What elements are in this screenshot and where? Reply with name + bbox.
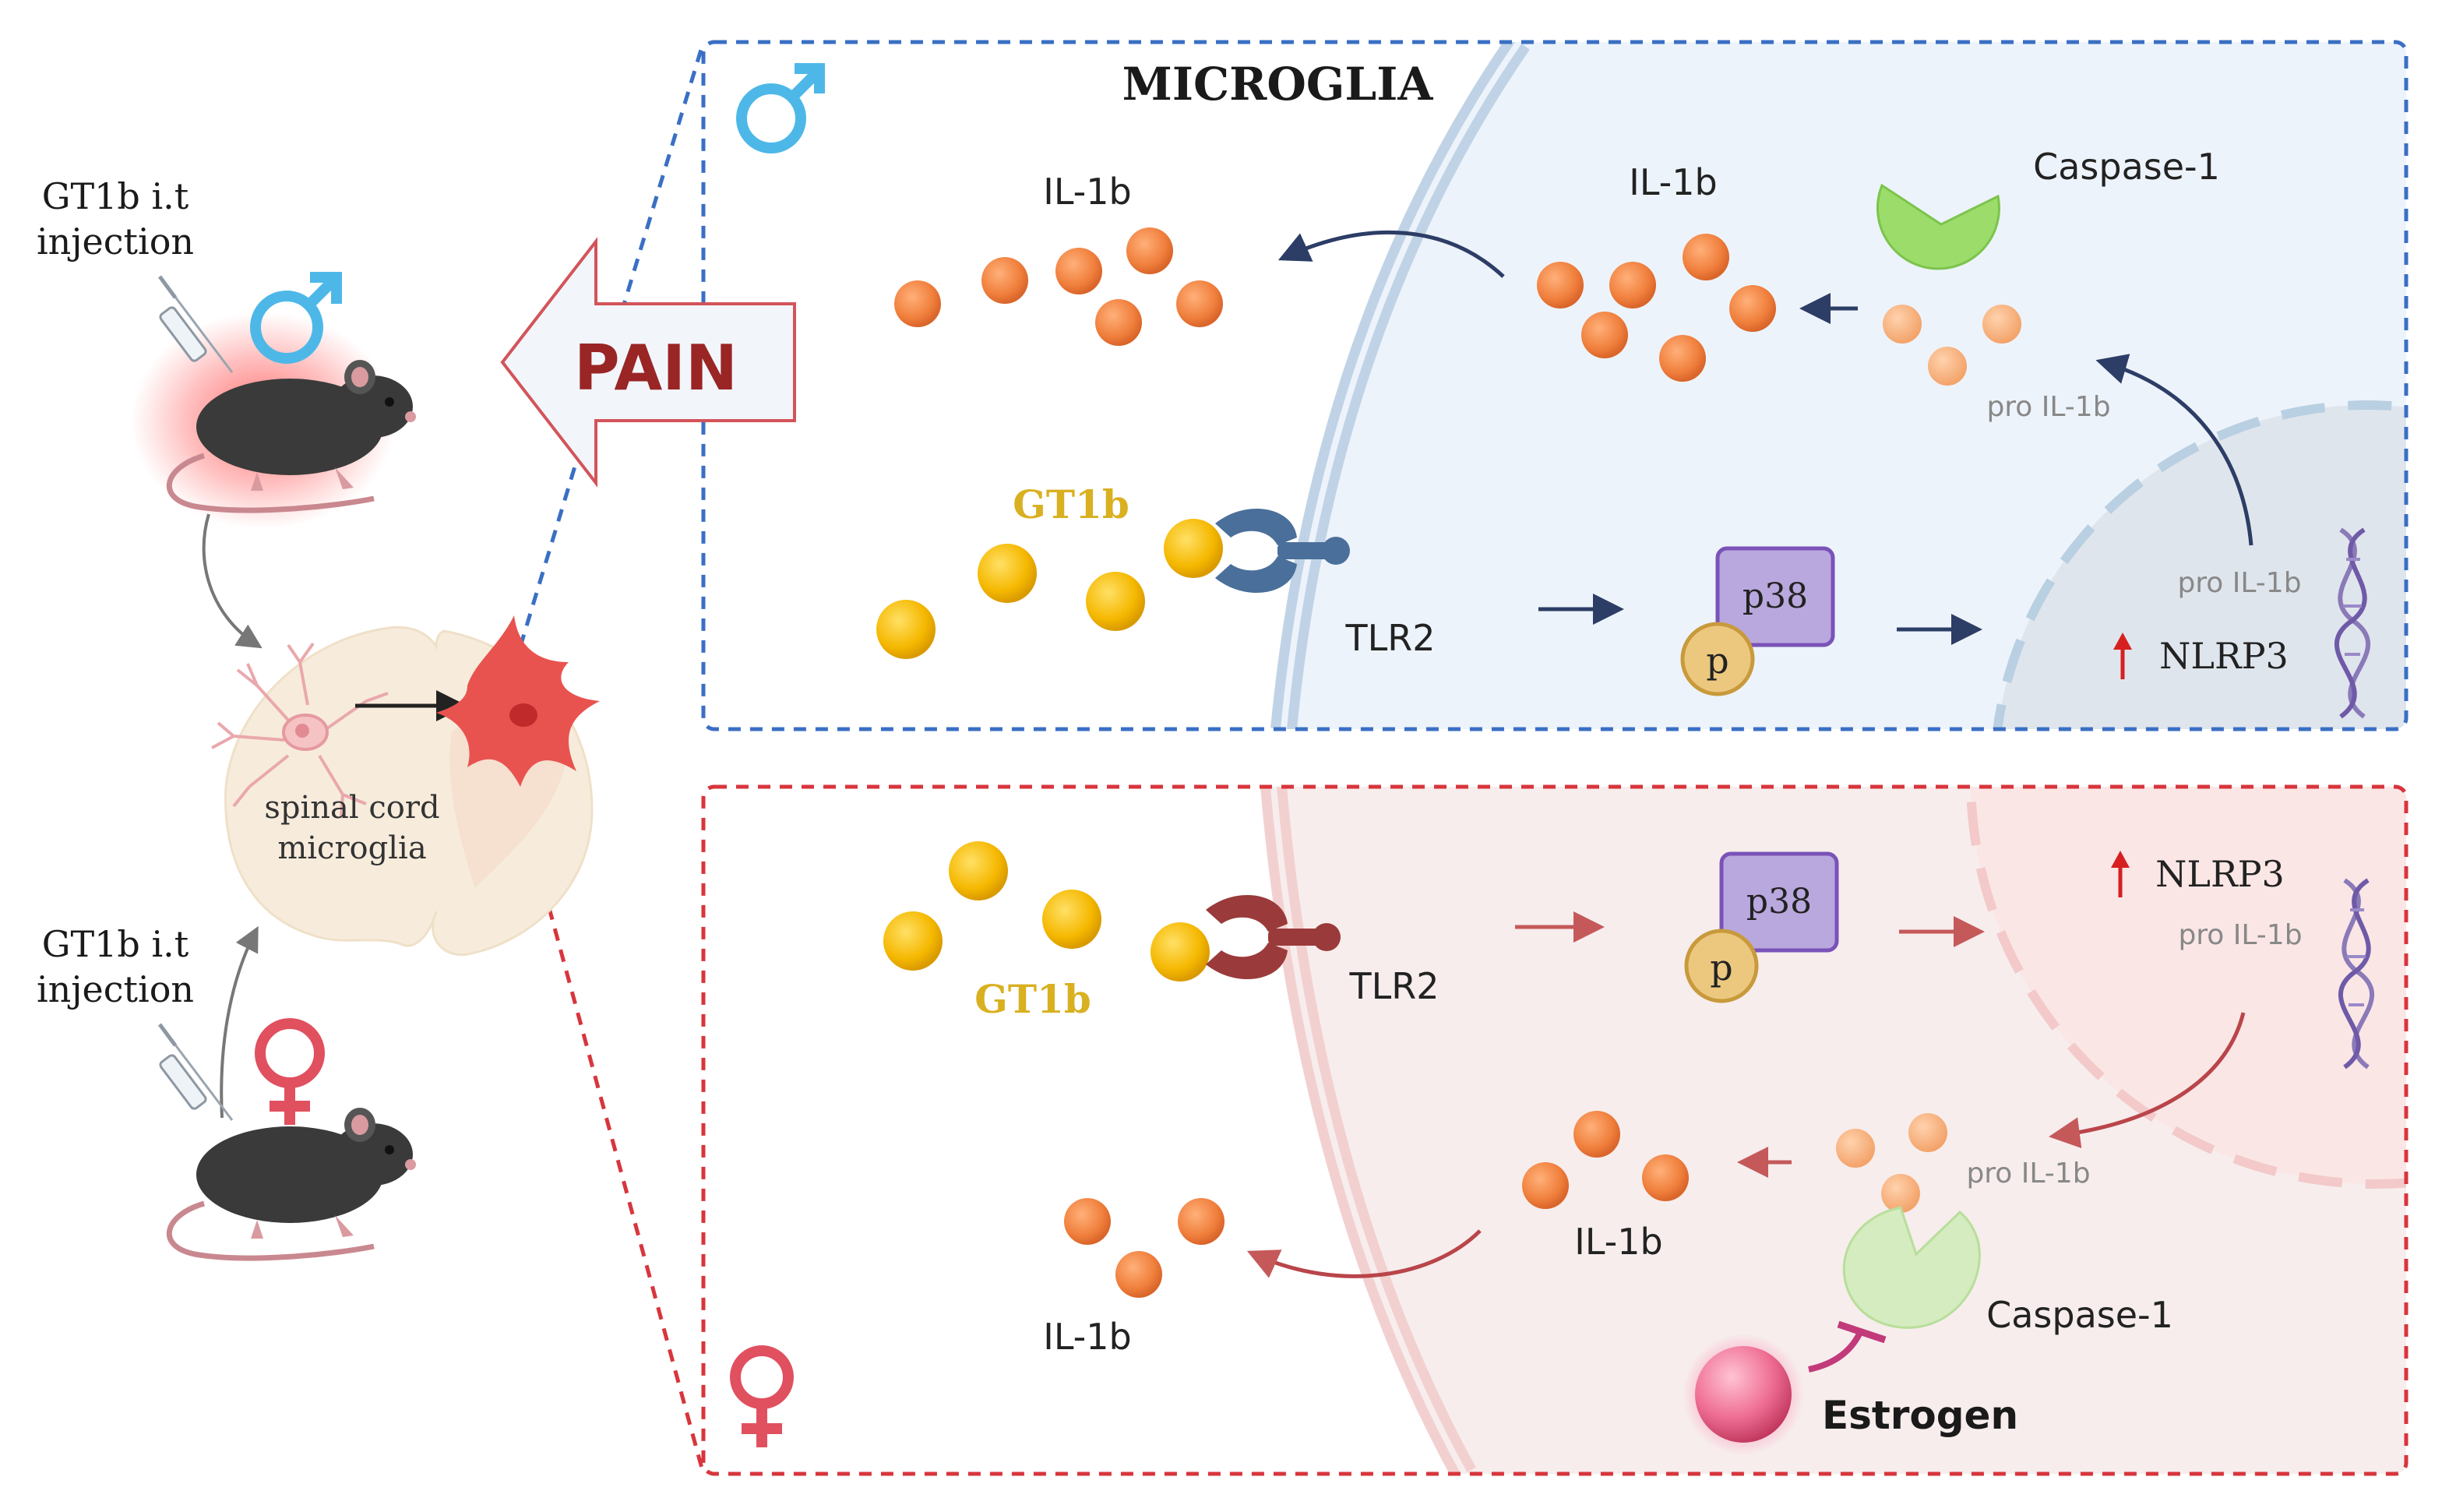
male-tlr2-label: TLR2 (1345, 617, 1436, 659)
male-caspase1-icon (1876, 183, 2000, 270)
estrogen-inhibition-bar (1837, 1320, 1887, 1344)
male-to-spinal-arrow (202, 513, 263, 649)
estrogen-label: Estrogen (1822, 1393, 2018, 1438)
male-caspase1-label: Caspase-1 (2033, 146, 2220, 188)
female-il1b-release-arrow (1246, 1229, 1482, 1278)
male-il1b-release-arrow (1277, 230, 1505, 278)
female-pro-il1b-cyto-label: pro IL-1b (1966, 1158, 2090, 1190)
pain-label: PAIN (574, 332, 738, 404)
male-il1b-inside-label: IL-1b (1629, 161, 1717, 203)
estrogen-molecule-icon (1695, 1346, 1792, 1443)
female-il1b-outside-label: IL-1b (1043, 1316, 1131, 1358)
male-injection-label-line1: GT1b i.t (42, 175, 189, 217)
female-gt1b-cluster (883, 841, 1210, 982)
female-il1b-inside-cluster (1522, 1111, 1689, 1209)
female-translation-arrow (2049, 1012, 2246, 1148)
female-phospho-icon (1684, 929, 1759, 1003)
pain-arrow-icon (500, 237, 796, 488)
female-nucleus (1971, 787, 2406, 1184)
male-p38-label: p38 (1743, 576, 1808, 616)
female-p-label: p (1710, 946, 1732, 989)
female-dna-icon (2338, 878, 2374, 1070)
female-to-spinal-arrow (220, 925, 259, 1119)
male-gt1b-label: GT1b (1013, 481, 1129, 527)
female-tlr2-receptor-icon (1206, 894, 1341, 980)
activated-microglia-icon (436, 615, 600, 787)
female-nlrp3-label: NLRP3 (2155, 853, 2285, 895)
female-caspase1-label: Caspase-1 (1986, 1294, 2173, 1336)
microglia-title: MICROGLIA (1122, 58, 1434, 111)
female-injection-label-line1: GT1b i.t (42, 923, 189, 965)
male-symbol-icon (736, 63, 825, 153)
male-pro-il1b-cyto-label: pro IL-1b (1986, 391, 2110, 423)
male-nucleus (1994, 405, 2406, 729)
female-nuclear-envelope (1966, 787, 2406, 1189)
female-p38-label: p38 (1746, 882, 1812, 922)
left-panel: GT1b i.t injection (37, 41, 796, 1475)
male-il1b-outside-label: IL-1b (1043, 171, 1131, 213)
male-upregulation-arrow-icon (2113, 633, 2132, 679)
male-tlr2-receptor-icon (1215, 508, 1350, 594)
female-il1b-inside-label: IL-1b (1574, 1221, 1662, 1263)
female-upregulation-arrow-icon (2111, 851, 2130, 897)
male-p38-icon (1715, 546, 1835, 647)
male-pro-il1b-cluster (1883, 305, 2021, 386)
female-tlr2-label: TLR2 (1349, 965, 1439, 1007)
female-syringe-icon (157, 1023, 234, 1121)
female-pro-il1b-nucleus-label: pro IL-1b (2178, 919, 2302, 951)
female-panel-border (701, 784, 2409, 1476)
zoom-line-female (518, 802, 706, 1475)
female-p38-icon (1719, 851, 1839, 953)
male-nuclear-envelope (1989, 400, 2406, 729)
female-symbol-icon (730, 1345, 794, 1447)
female-caspase1-icon (1842, 1206, 1981, 1329)
male-syringe-icon (157, 275, 234, 373)
male-injection-label-line2: injection (37, 220, 194, 263)
female-il1b-outside-cluster (1064, 1198, 1225, 1298)
female-gt1b-label: GT1b (974, 976, 1091, 1022)
male-mouse-icon (166, 360, 416, 513)
female-panel: GT1b TLR2 p38 p NLRP3 pro IL-1b (701, 784, 2409, 1476)
spinal-cord-label-line1: spinal cord (264, 790, 439, 826)
male-mouse-symbol-icon (250, 272, 342, 364)
female-pro-il1b-cluster (1836, 1113, 1947, 1213)
male-il1b-outside-cluster (894, 227, 1223, 346)
male-translation-arrow (2095, 354, 2253, 546)
male-panel: MICROGLIA IL-1b IL-1b Caspase-1 (701, 40, 2409, 731)
female-injection-label-line2: injection (37, 968, 194, 1010)
male-nlrp3-label: NLRP3 (2159, 635, 2289, 677)
male-il1b-inside-cluster (1537, 234, 1776, 382)
female-mouse-icon (166, 1108, 416, 1261)
male-gt1b-cluster (876, 519, 1223, 659)
male-p-label: p (1706, 640, 1728, 682)
male-dna-icon (2335, 527, 2370, 719)
female-mouse-symbol-icon (255, 1018, 325, 1125)
male-pro-il1b-nucleus-label: pro IL-1b (2177, 567, 2301, 599)
male-phospho-icon (1680, 622, 1755, 696)
spinal-cord-label-line2: microglia (277, 830, 426, 866)
